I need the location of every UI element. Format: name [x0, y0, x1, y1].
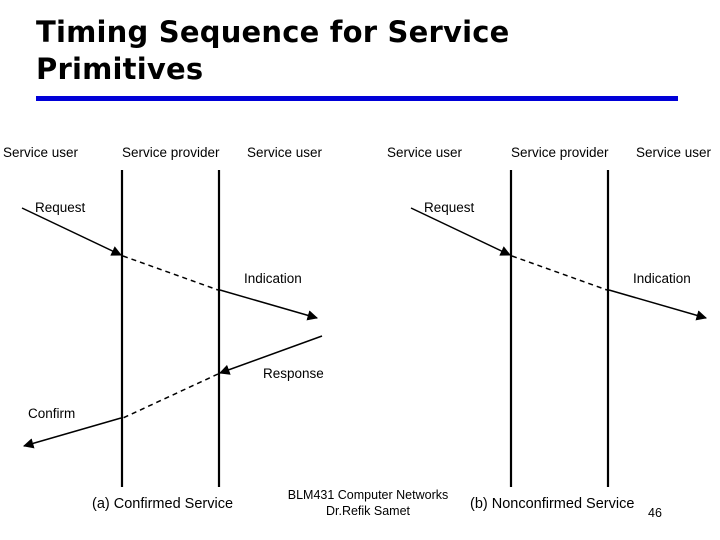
diagram-caption-nonconfirmed: (b) Nonconfirmed Service [470, 496, 634, 512]
message-label-request-b: Request [424, 200, 475, 215]
title-underline-rule [36, 96, 678, 101]
message-label-indication-b: Indication [633, 271, 691, 286]
message-label-confirm: Confirm [28, 406, 75, 421]
column-header-service-user-right-b: Service user [636, 145, 712, 160]
diagram-nonconfirmed-service: Service user Service provider Service us… [387, 145, 712, 512]
message-arrow-request-b [410, 207, 511, 256]
diagram-confirmed-service: Service user Service provider Service us… [3, 145, 324, 512]
page-title: Timing Sequence for Service Primitives [36, 15, 510, 87]
provider-propagation-down [122, 255, 219, 291]
message-arrow-indication [219, 289, 319, 321]
provider-propagation-down-b [511, 255, 608, 291]
message-label-indication: Indication [244, 271, 302, 286]
message-arrow-confirm [22, 417, 122, 449]
title-block: Timing Sequence for Service Primitives [36, 14, 682, 88]
provider-propagation-up [122, 373, 219, 419]
diagram-caption-confirmed: (a) Confirmed Service [92, 496, 233, 512]
slide-footer: BLM431 Computer Networks Dr.Refik Samet [268, 488, 468, 519]
column-header-service-provider-b: Service provider [511, 145, 609, 160]
message-arrow-request [21, 207, 122, 256]
column-header-service-user-left: Service user [3, 145, 79, 160]
slide-number: 46 [648, 506, 662, 520]
message-arrow-indication-b [608, 289, 708, 321]
message-label-request: Request [35, 200, 86, 215]
footer-course-line: BLM431 Computer Networks [287, 488, 449, 502]
footer-author-line: Dr.Refik Samet [325, 503, 411, 518]
message-label-response: Response [263, 366, 324, 381]
column-header-service-user-left-b: Service user [387, 145, 463, 160]
message-arrow-response [219, 335, 323, 375]
timing-sequence-figure: Service user Service provider Service us… [0, 130, 720, 520]
column-header-service-provider: Service provider [122, 145, 220, 160]
column-header-service-user-right: Service user [247, 145, 323, 160]
